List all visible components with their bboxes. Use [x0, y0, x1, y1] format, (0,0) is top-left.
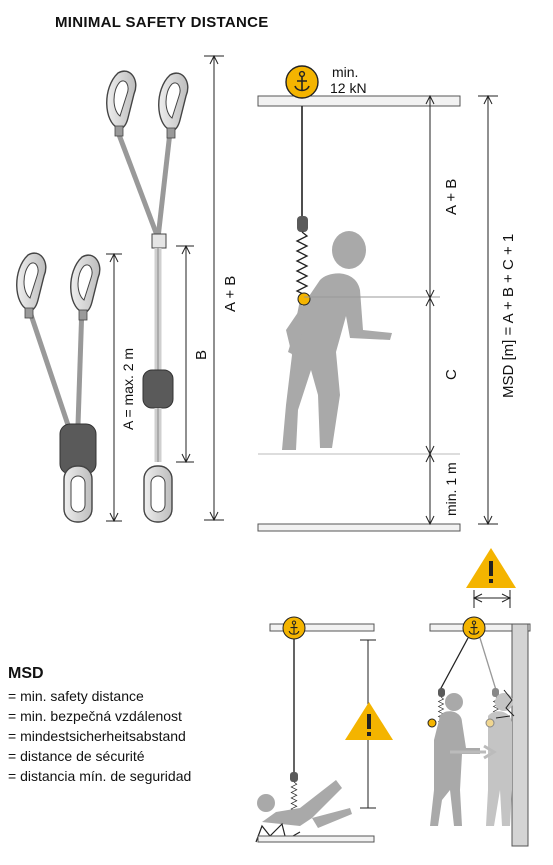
lanyard-long — [106, 70, 189, 523]
legend-line: = distance de sécurité — [8, 748, 145, 764]
ground-beam-small — [257, 835, 375, 843]
label-a-max: A = max. 2 m — [120, 348, 136, 430]
warning-icon — [466, 548, 516, 588]
warning-icon — [345, 702, 393, 740]
page-title: MINIMAL SAFETY DISTANCE — [55, 14, 269, 31]
legend-line: = distancia mín. de seguridad — [8, 768, 192, 784]
dimension-abc: A + B C min. 1 m — [425, 94, 460, 526]
lanyard-short — [16, 252, 101, 523]
carabiner-icon — [16, 252, 47, 319]
label-b: B — [193, 350, 210, 360]
legend-line: = min. safety distance — [8, 688, 144, 704]
legend: MSD = min. safety distance = min. bezpeč… — [8, 664, 191, 786]
carabiner-icon — [63, 465, 93, 523]
anchor-strength-line2: 12 kN — [330, 80, 367, 96]
anchor-icon — [282, 616, 306, 640]
ground-beam — [257, 523, 461, 532]
label-a-plus-b-right: A + B — [443, 179, 460, 215]
anchor-icon — [285, 65, 319, 99]
swinging-figure-impact — [486, 693, 513, 826]
anchor-icon — [462, 616, 486, 640]
label-msd-formula: MSD [m] = A + B + C + 1 — [500, 234, 517, 398]
anchor-beam — [257, 95, 461, 107]
dimension-msd: MSD [m] = A + B + C + 1 — [478, 94, 517, 526]
anchor-beam-small — [269, 623, 375, 632]
worker-figure — [282, 231, 392, 450]
dimension-b: B — [176, 244, 210, 464]
energy-absorber — [297, 216, 308, 232]
dimension-a: A = max. 2 m — [106, 252, 136, 523]
legend-title: MSD — [8, 665, 44, 682]
falling-figure — [257, 780, 352, 828]
label-c: C — [443, 369, 460, 380]
energy-absorber — [142, 369, 174, 409]
dimension-a-plus-b-left: A + B — [204, 54, 239, 522]
carabiner-icon — [143, 465, 173, 523]
wall — [511, 623, 529, 847]
label-a-plus-b-left: A + B — [222, 276, 239, 312]
carabiner-icon — [106, 70, 137, 137]
legend-line: = min. bezpečná vzdálenost — [8, 708, 182, 724]
carabiner-icon — [70, 254, 101, 321]
anchor-strength-line1: min. — [332, 64, 358, 80]
label-min-1m: min. 1 m — [443, 462, 459, 516]
dimension-swing — [472, 590, 512, 608]
swinging-figure — [430, 693, 480, 826]
legend-line: = mindestsicherheitsabstand — [8, 728, 186, 744]
carabiner-icon — [158, 72, 189, 139]
attachment-point — [297, 292, 311, 306]
